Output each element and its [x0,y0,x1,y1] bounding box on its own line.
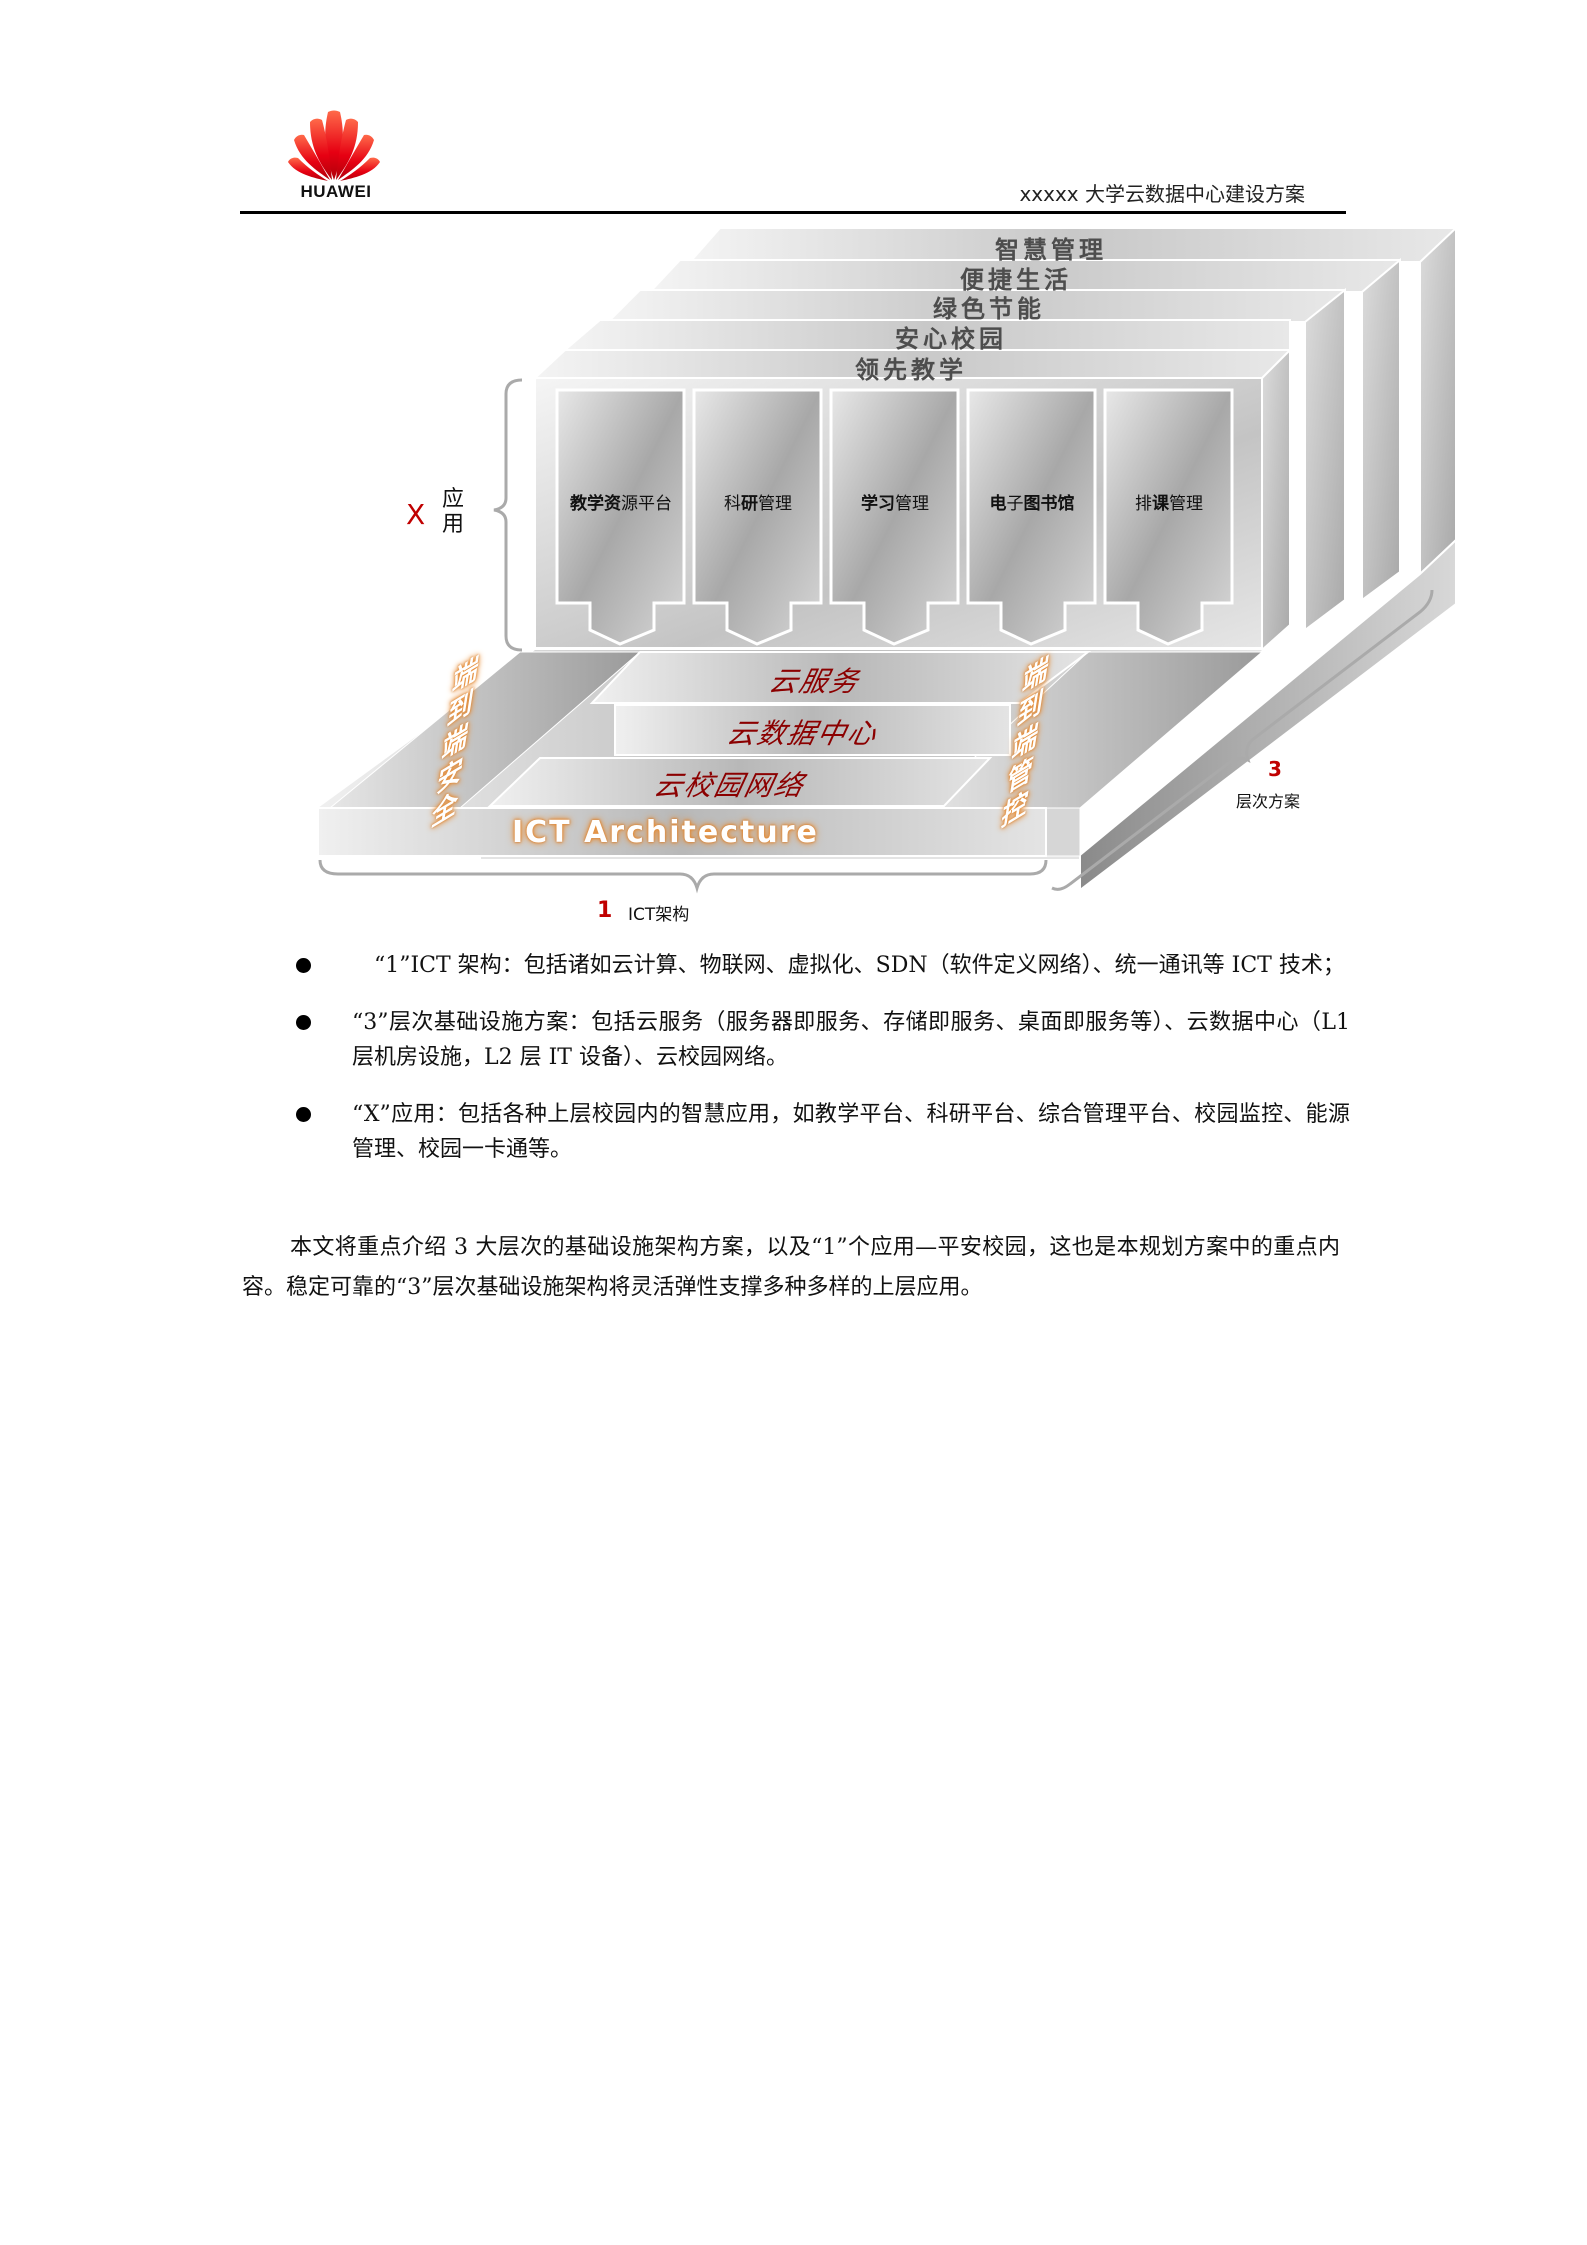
ict-brace-label: ICT架构 [628,905,690,925]
x-apps-label: 应用 [441,487,464,537]
layer-label-smart-management: 智慧管理 [995,236,1107,264]
layer-brace-label: 层次方案 [1236,792,1301,811]
layer-label-safe-campus: 安心校园 [895,325,1007,353]
layer-brace-number: 3 [1268,757,1282,781]
bullet-text: “1”ICT 架构：包括诸如云计算、物联网、虚拟化、SDN（软件定义网络）、统一… [352,953,1345,978]
logo-text: HUAWEI [300,182,372,201]
bullet-item-x-apps: “X”应用：包括各种上层校园内的智慧应用，如教学平台、科研平台、综合管理平台、校… [240,1097,1350,1167]
infra-label-cloud-service: 云服务 [766,665,864,698]
ict-architecture-label: ICT Architecture [512,815,819,850]
bullet-dot-icon [296,1015,311,1030]
header-divider [240,211,1346,214]
column-digital-library: 电子图书馆 [989,494,1075,514]
bullet-text: “3”层次基础设施方案：包括云服务（服务器即服务、存储即服务、桌面即服务等）、云… [352,1010,1350,1070]
bullet-list: “1”ICT 架构：包括诸如云计算、物联网、虚拟化、SDN（软件定义网络）、统一… [240,948,1350,1189]
body-paragraph: 本文将重点介绍 3 大层次的基础设施架构方案，以及“1”个应用—平安校园，这也是… [242,1235,1340,1300]
column-research-management: 科研管理 [724,494,792,514]
layer-label-convenient-life: 便捷生活 [960,266,1072,294]
bullet-item-ict: “1”ICT 架构：包括诸如云计算、物联网、虚拟化、SDN（软件定义网络）、统一… [240,948,1350,983]
bullet-item-three-layers: “3”层次基础设施方案：包括云服务（服务器即服务、存储即服务、桌面即服务等）、云… [240,1005,1350,1075]
infra-label-campus-network: 云校园网络 [651,769,809,802]
column-teaching-resources: 教学资源平台 [570,494,672,514]
ict-brace-number: 1 [597,898,613,923]
huawei-logo-icon [286,108,382,184]
bullet-text: “X”应用：包括各种上层校园内的智慧应用，如教学平台、科研平台、综合管理平台、校… [352,1102,1350,1162]
layer-label-leading-teaching: 领先教学 [855,356,967,384]
layer-label-green-energy: 绿色节能 [933,295,1045,323]
bullet-dot-icon [296,1107,311,1122]
infra-label-cloud-datacenter: 云数据中心 [724,717,882,750]
header-title: xxxxx 大学云数据中心建设方案 [1019,182,1305,206]
column-learning-management: 学习管理 [861,494,929,514]
x-apps-number: X [406,498,426,531]
architecture-diagram: 智慧管理 便捷生活 绿色节能 安心校园 领先教学 教学资源平台 科研管理 学习管… [0,0,1587,940]
bullet-dot-icon [296,958,311,973]
column-course-scheduling: 排课管理 [1135,494,1203,514]
